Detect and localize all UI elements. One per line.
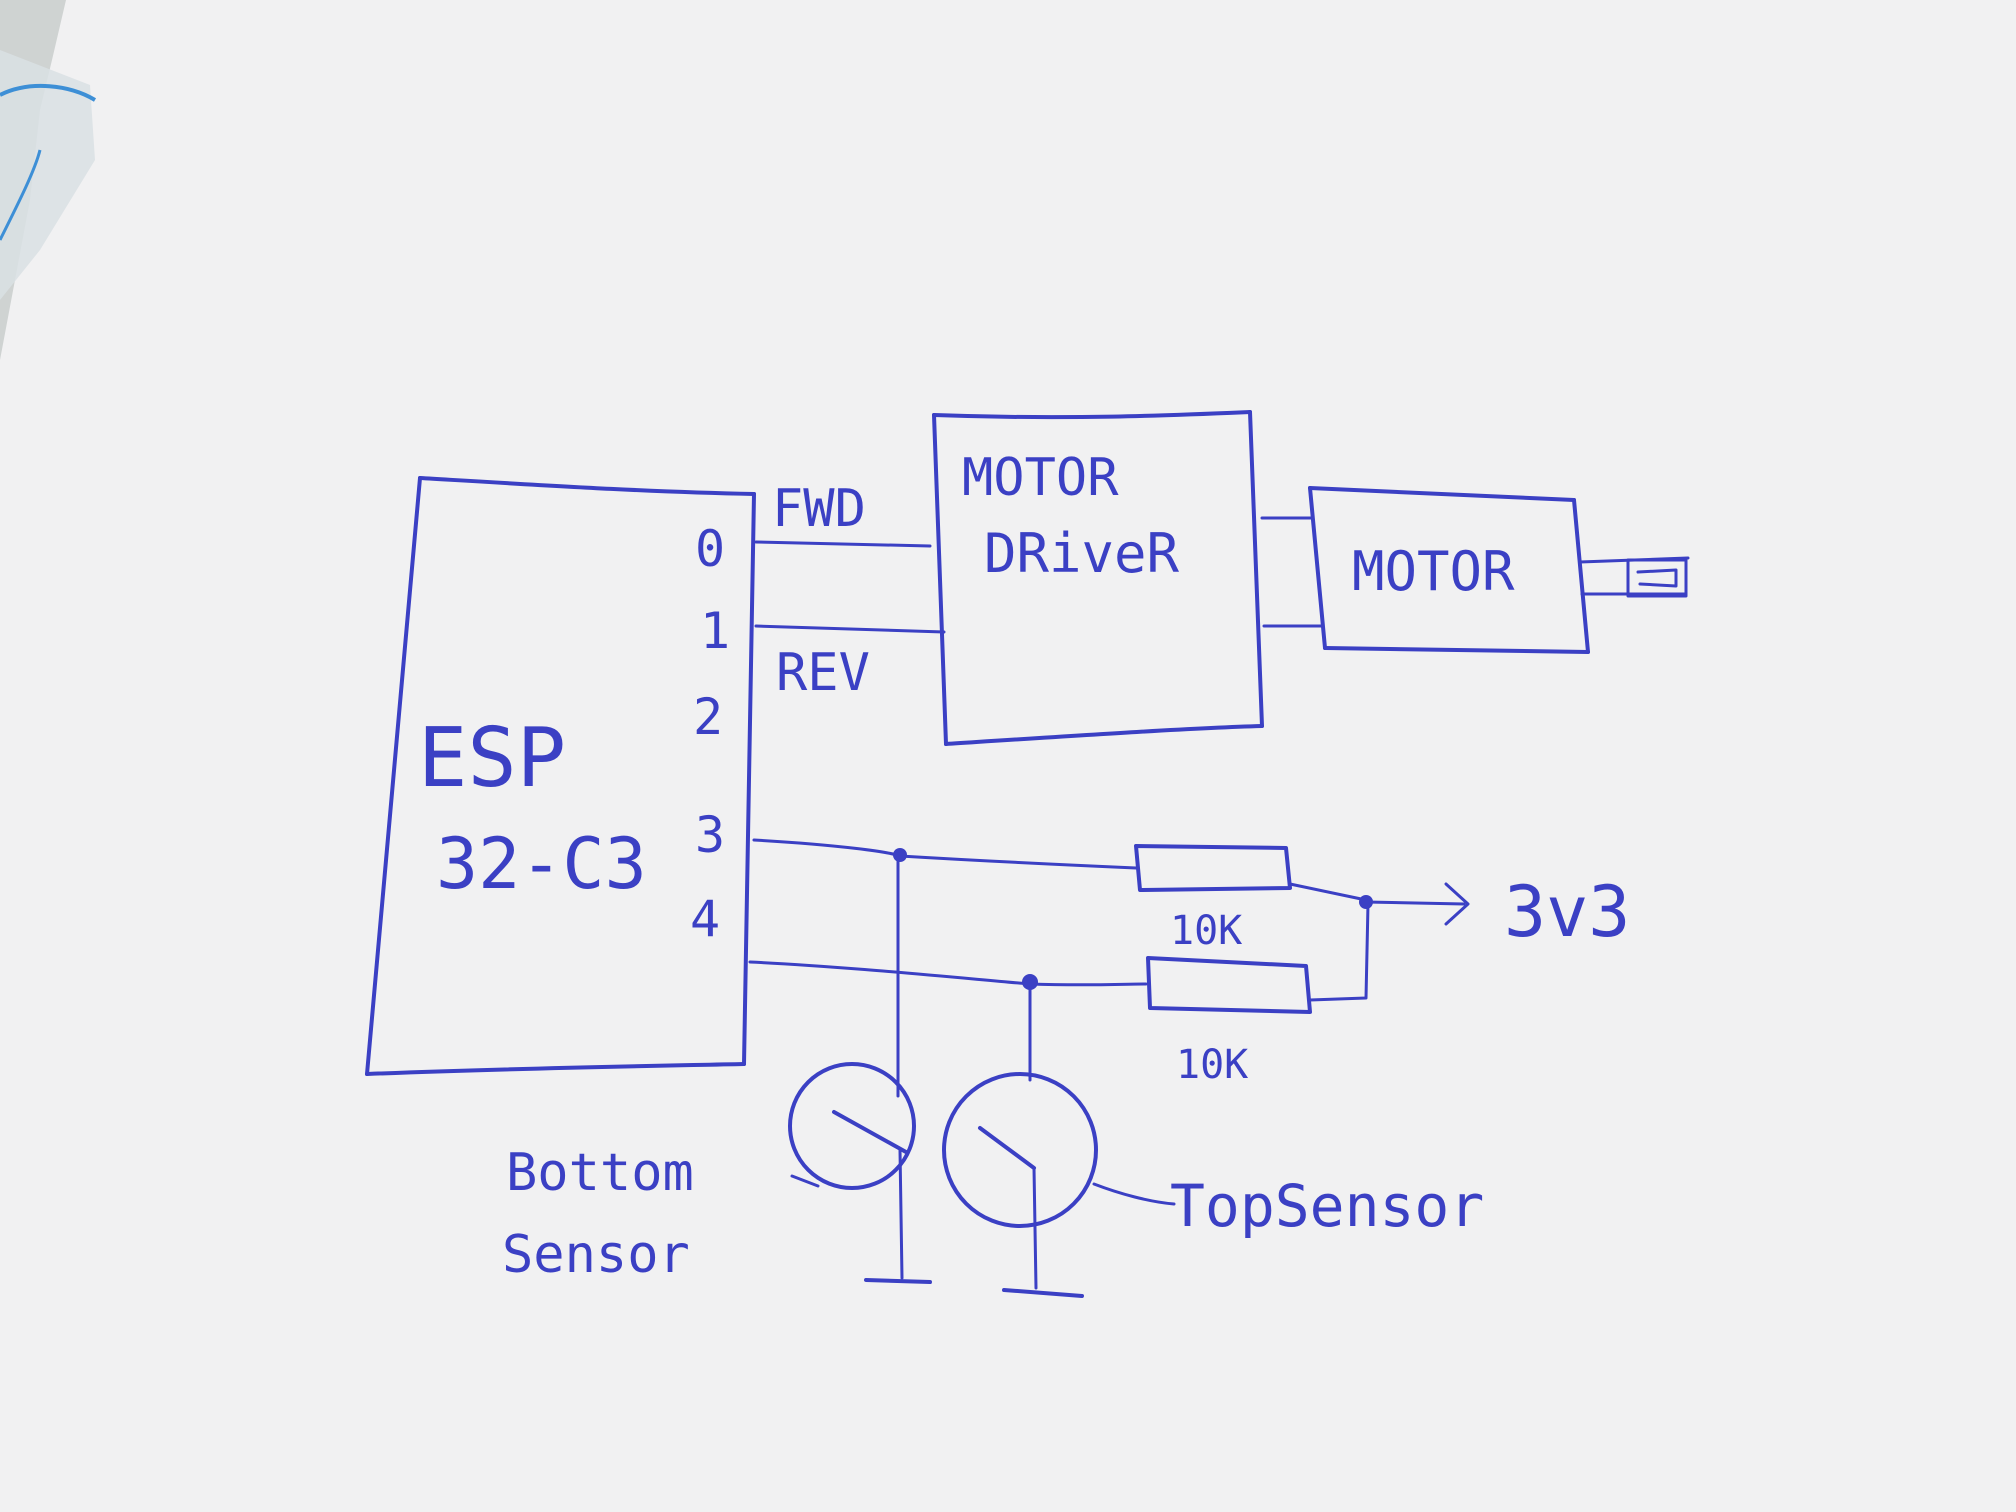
pin-label-1: 1 [700,602,730,660]
esp-label-line2: 32-C3 [436,823,647,905]
motor-block: MOTOR [1260,486,1690,654]
motor-label: MOTOR [1352,540,1515,603]
resistor-1: 10K [1134,844,1368,954]
supply-3v3: 3v3 [1359,871,1630,953]
top-sensor: TopSensor [942,982,1484,1298]
top-sensor-label: TopSensor [1170,1172,1484,1240]
motor-shaft-icon [1578,556,1690,598]
pin-label-2: 2 [693,688,723,746]
esp32-block: ESP 32-C3 0 1 2 3 4 [365,476,756,1076]
junction-pin4 [1022,974,1038,990]
rev-label: REV [776,643,870,703]
driver-label-line2: DRiveR [984,522,1180,585]
bottom-sensor-label-line1: Bottom [506,1143,694,1203]
fwd-wire: FWD [754,479,932,548]
pin4-wire [748,960,1148,990]
pin-label-4: 4 [690,890,720,948]
ground-symbol-top [1002,1288,1084,1298]
pin-label-3: 3 [695,806,725,864]
pin-label-0: 0 [695,520,725,578]
esp-label-line1: ESP [418,711,566,806]
arrow-icon [1444,882,1470,926]
driver-label-line1: MOTOR [962,448,1119,508]
rev-wire: REV [754,624,946,703]
junction-pin3 [893,848,907,862]
resistor-1-value: 10K [1170,908,1242,954]
supply-label: 3v3 [1504,871,1630,953]
motor-driver-block: MOTOR DRiveR [932,410,1264,746]
pin3-wire [752,838,1138,870]
bottom-sensor: Bottom Sensor [502,854,932,1285]
ground-symbol-bottom [864,1278,932,1284]
resistor-2-value: 10K [1176,1042,1248,1088]
resistor-2: 10K [1146,902,1370,1088]
bottom-sensor-label-line2: Sensor [502,1225,690,1285]
plastic-bag-corner [0,50,97,300]
fwd-label: FWD [772,479,866,539]
